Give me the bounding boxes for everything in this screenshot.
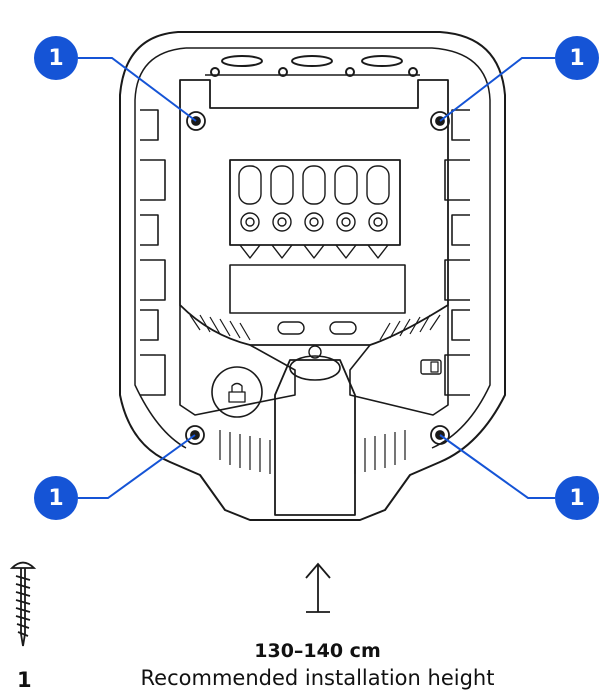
mount-hole-tr (430, 111, 450, 131)
housing-outline (119, 31, 506, 521)
dip-switch (420, 359, 442, 375)
mount-hole-bl (185, 425, 205, 445)
callout-badge-top-left: 1 (34, 36, 78, 80)
screw-icon (9, 561, 37, 647)
leader-line-tr (439, 57, 555, 122)
screw-quantity: 1 (17, 668, 32, 692)
arrow-up-icon (305, 562, 331, 613)
callout-badge-bottom-left: 1 (34, 476, 78, 520)
label-window (229, 264, 406, 314)
terminal-block (229, 159, 401, 246)
leader-line-tl (78, 57, 197, 122)
lock-recess (211, 366, 263, 418)
callout-badge-top-right: 1 (555, 36, 599, 80)
callout-badge-bottom-right: 1 (555, 476, 599, 520)
cable-gland (274, 359, 356, 516)
leader-line-br (439, 434, 555, 499)
installation-height-caption: Recommended installation height (140, 666, 495, 690)
mount-hole-tl (186, 111, 206, 131)
inner-chamber (179, 79, 449, 346)
leader-line-bl (78, 434, 196, 499)
installation-height-value: 130–140 cm (254, 640, 381, 662)
mount-hole-br (430, 425, 450, 445)
